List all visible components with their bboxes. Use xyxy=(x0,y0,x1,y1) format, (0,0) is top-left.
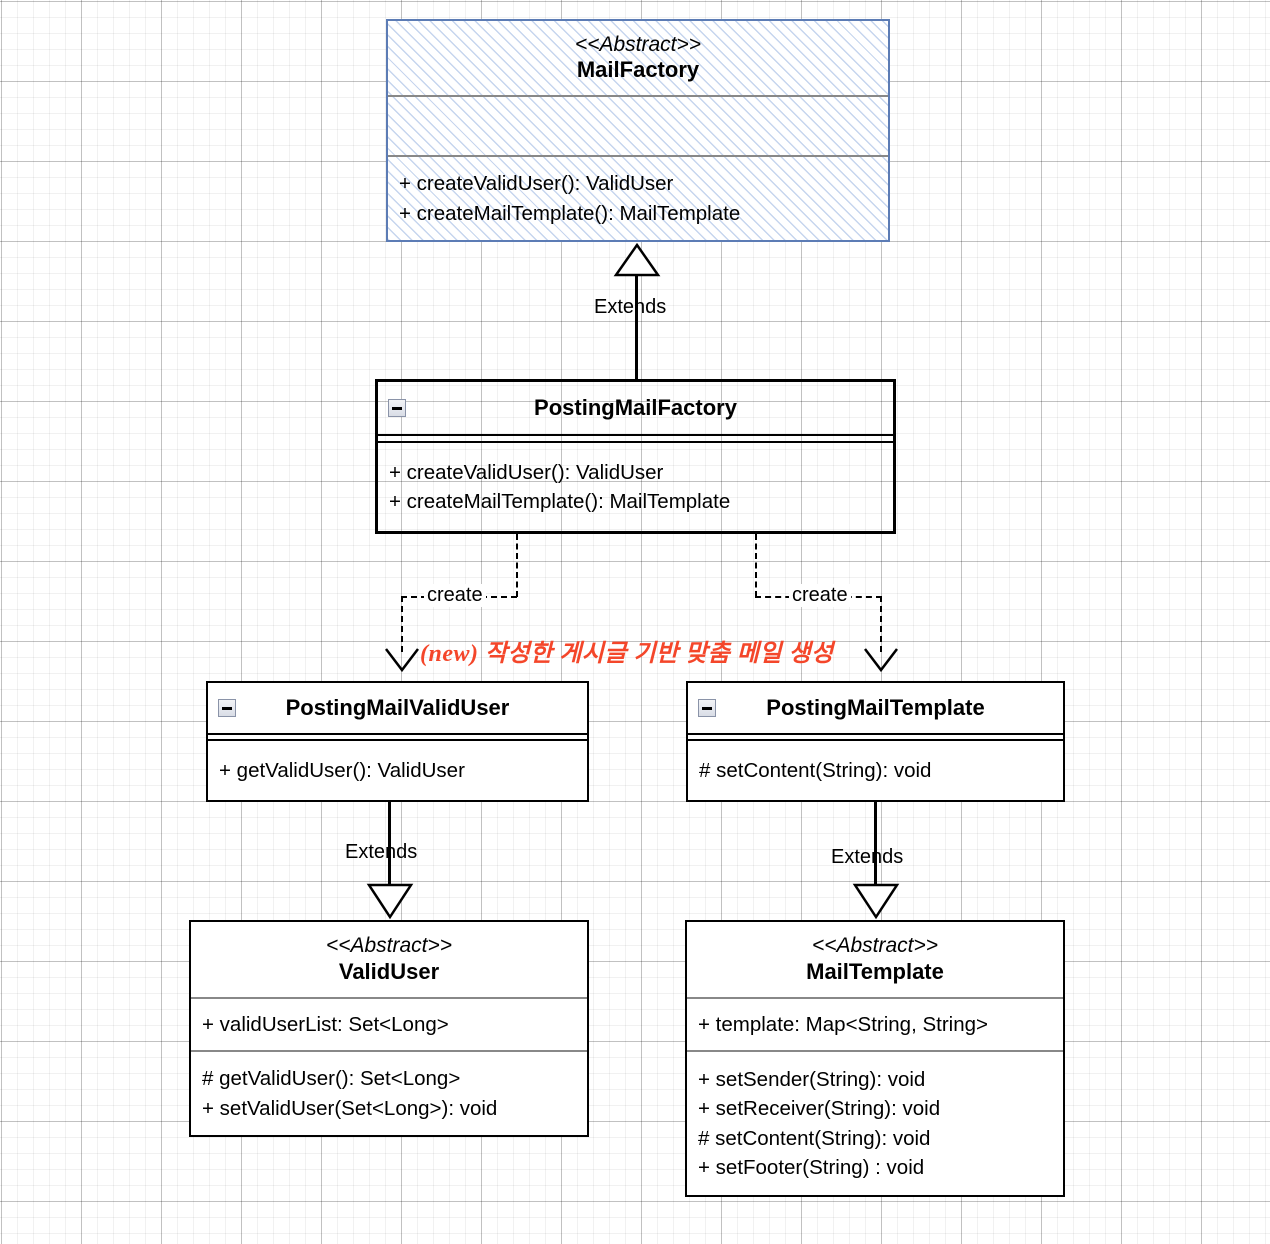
dependency-line-create-mail-template-seg3 xyxy=(880,596,882,652)
class-name-label: PostingMailFactory xyxy=(534,394,737,420)
minus-icon[interactable] xyxy=(388,399,406,417)
relation-label-extends-valid-user: Extends xyxy=(345,841,418,863)
generalization-arrowhead-valid-user xyxy=(366,883,414,920)
method-item: # setContent(String): void xyxy=(698,1126,931,1150)
methods-compartment-posting-mail-template: # setContent(String): void xyxy=(688,741,1063,800)
method-item: + setReceiver(String): void xyxy=(698,1097,941,1121)
compartment-separator xyxy=(687,1050,1063,1052)
class-box-posting-mail-valid-user[interactable]: PostingMailValidUser + getValidUser(): V… xyxy=(206,681,589,802)
class-header-posting-mail-valid-user: PostingMailValidUser xyxy=(208,683,587,733)
compartment-separator xyxy=(688,739,1063,741)
class-name-label: MailFactory xyxy=(576,57,700,83)
dependency-arrowhead-valid-user xyxy=(385,648,419,673)
attributes-compartment-mail-template: + template: Map<String, String> xyxy=(687,999,1063,1050)
methods-compartment-mail-template: + setSender(String): void + setReceiver(… xyxy=(687,1052,1063,1195)
method-item: # getValidUser(): Set<Long> xyxy=(202,1067,461,1091)
class-header-mail-template: <<Abstract>> MailTemplate xyxy=(687,922,1063,997)
dependency-line-create-valid-user-seg1 xyxy=(516,534,518,597)
method-item: + setFooter(String) : void xyxy=(698,1155,925,1179)
class-box-posting-mail-template[interactable]: PostingMailTemplate # setContent(String)… xyxy=(686,681,1065,802)
method-item: + createMailTemplate(): MailTemplate xyxy=(399,201,741,225)
method-item: + createValidUser(): ValidUser xyxy=(399,172,674,196)
stereotype-label: <<Abstract>> xyxy=(574,32,702,56)
stereotype-label: <<Abstract>> xyxy=(811,934,939,958)
class-box-valid-user[interactable]: <<Abstract>> ValidUser + validUserList: … xyxy=(189,920,589,1137)
compartment-separator xyxy=(191,1050,587,1052)
method-item: + createValidUser(): ValidUser xyxy=(389,460,664,484)
method-item: + createMailTemplate(): MailTemplate xyxy=(389,490,731,513)
generalization-arrowhead-mail-factory xyxy=(613,242,661,277)
attributes-compartment-mail-factory xyxy=(388,97,888,155)
relation-label-extends-factory: Extends xyxy=(594,296,667,318)
minus-icon[interactable] xyxy=(218,699,236,717)
compartment-separator xyxy=(688,733,1063,735)
generalization-line-mail-factory xyxy=(635,274,638,381)
handwritten-annotation-new-feature: (new) 작성한 게시글 기반 맞춤 메일 생성 xyxy=(420,641,834,667)
class-name-label: PostingMailTemplate xyxy=(766,694,985,720)
method-item: + getValidUser(): ValidUser xyxy=(219,758,465,782)
class-name-label: PostingMailValidUser xyxy=(285,694,510,720)
class-header-posting-mail-factory: PostingMailFactory xyxy=(378,382,893,434)
compartment-separator xyxy=(687,997,1063,999)
class-box-mail-template[interactable]: <<Abstract>> MailTemplate + template: Ma… xyxy=(685,920,1065,1197)
methods-compartment-posting-mail-factory: + createValidUser(): ValidUser + createM… xyxy=(378,443,893,531)
attribute-item: + validUserList: Set<Long> xyxy=(202,1012,449,1036)
attributes-compartment-valid-user: + validUserList: Set<Long> xyxy=(191,999,587,1050)
compartment-separator xyxy=(208,739,587,741)
dependency-line-create-valid-user-seg3 xyxy=(401,596,403,652)
generalization-arrowhead-mail-template xyxy=(852,883,900,920)
class-name-label: MailTemplate xyxy=(806,958,944,984)
compartment-separator xyxy=(378,441,893,443)
compartment-separator xyxy=(388,95,888,97)
class-header-posting-mail-template: PostingMailTemplate xyxy=(688,683,1063,733)
compartment-separator xyxy=(208,733,587,735)
methods-compartment-valid-user: # getValidUser(): Set<Long> + setValidUs… xyxy=(191,1052,587,1135)
relation-label-create-valid-user: create xyxy=(424,584,486,607)
class-header-mail-factory: <<Abstract>> MailFactory xyxy=(388,21,888,95)
compartment-separator xyxy=(388,155,888,157)
class-box-mail-factory[interactable]: <<Abstract>> MailFactory + createValidUs… xyxy=(386,19,890,242)
method-item: # setContent(String): void xyxy=(699,758,932,782)
method-item: + setValidUser(Set<Long>): void xyxy=(202,1096,498,1120)
class-name-label: ValidUser xyxy=(338,958,440,984)
method-item: + setSender(String): void xyxy=(698,1068,926,1092)
stereotype-label: <<Abstract>> xyxy=(325,934,453,958)
minus-icon[interactable] xyxy=(698,699,716,717)
methods-compartment-posting-mail-valid-user: + getValidUser(): ValidUser xyxy=(208,741,587,800)
generalization-line-valid-user xyxy=(388,802,391,885)
dependency-line-create-mail-template-seg1 xyxy=(755,534,757,597)
relation-label-create-mail-template: create xyxy=(789,584,851,607)
methods-compartment-mail-factory: + createValidUser(): ValidUser + createM… xyxy=(388,157,888,240)
dependency-arrowhead-mail-template xyxy=(864,648,898,673)
class-header-valid-user: <<Abstract>> ValidUser xyxy=(191,922,587,997)
attribute-item: + template: Map<String, String> xyxy=(698,1012,989,1036)
compartment-separator xyxy=(191,997,587,999)
class-box-posting-mail-factory[interactable]: PostingMailFactory + createValidUser(): … xyxy=(375,379,896,534)
compartment-separator xyxy=(378,434,893,436)
relation-label-extends-mail-template: Extends xyxy=(831,846,904,868)
generalization-line-mail-template xyxy=(874,802,877,885)
